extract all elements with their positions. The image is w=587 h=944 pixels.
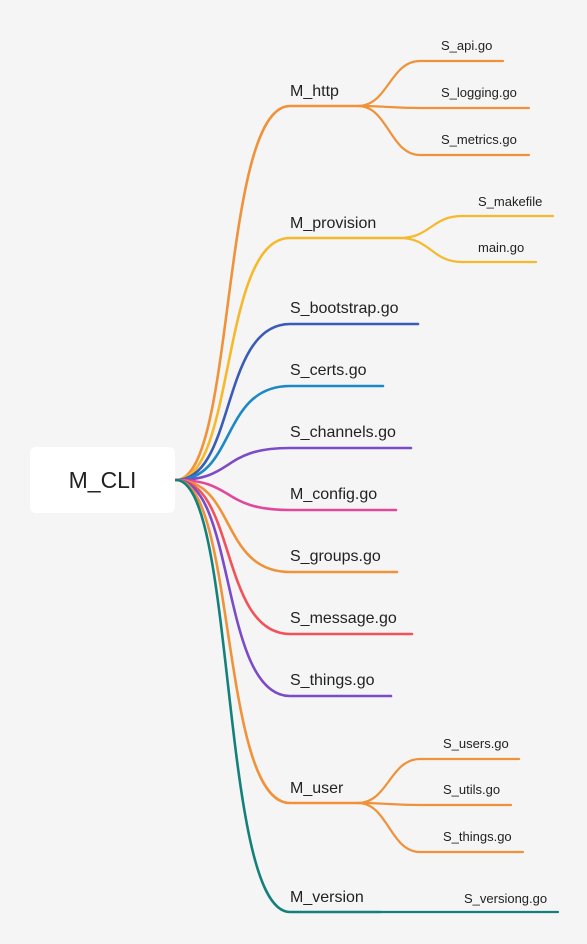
connector-user-child-0 <box>356 757 521 805</box>
connector-groups <box>174 478 399 574</box>
node-logging[interactable]: S_logging.go <box>441 85 517 100</box>
connector-http-child-0 <box>356 59 505 108</box>
connector-version <box>174 478 382 914</box>
connector-http <box>174 104 360 482</box>
connector-http-child-1 <box>356 104 531 110</box>
node-channels[interactable]: S_channels.go <box>290 424 396 441</box>
node-user-things[interactable]: S_things.go <box>443 829 512 844</box>
node-things[interactable]: S_things.go <box>290 672 375 689</box>
connector-provision-child-0 <box>398 214 555 240</box>
node-user[interactable]: M_user <box>290 780 344 797</box>
node-http[interactable]: M_http <box>290 83 339 100</box>
connector-user-child-1 <box>356 801 513 807</box>
connector-certs <box>174 384 385 482</box>
connector-user-child-2 <box>356 801 525 854</box>
node-provision[interactable]: M_provision <box>290 215 377 232</box>
node-metrics[interactable]: S_metrics.go <box>441 132 517 147</box>
connector-channels <box>174 446 413 482</box>
node-bootstrap[interactable]: S_bootstrap.go <box>290 300 399 317</box>
connector-message <box>174 478 414 636</box>
connector-http-child-2 <box>356 104 531 157</box>
connector-provision <box>174 236 402 482</box>
node-api[interactable]: S_api.go <box>441 38 493 53</box>
connector-config <box>174 478 398 512</box>
connector-things <box>174 478 393 698</box>
node-version[interactable]: M_version <box>290 889 364 906</box>
node-utils[interactable]: S_utils.go <box>443 782 501 797</box>
node-makefile[interactable]: S_makefile <box>478 194 543 209</box>
connector-bootstrap <box>174 322 420 482</box>
connector-provision-child-1 <box>398 236 538 264</box>
root-node[interactable]: M_CLI <box>30 447 175 513</box>
connector-user <box>174 478 360 805</box>
root-label: M_CLI <box>68 466 137 493</box>
node-config[interactable]: M_config.go <box>290 486 378 503</box>
node-main[interactable]: main.go <box>478 240 525 255</box>
node-users[interactable]: S_users.go <box>443 736 509 751</box>
node-versiong[interactable]: S_versiong.go <box>464 891 548 906</box>
node-groups[interactable]: S_groups.go <box>290 548 381 565</box>
node-certs[interactable]: S_certs.go <box>290 362 367 379</box>
node-message[interactable]: S_message.go <box>290 610 397 627</box>
